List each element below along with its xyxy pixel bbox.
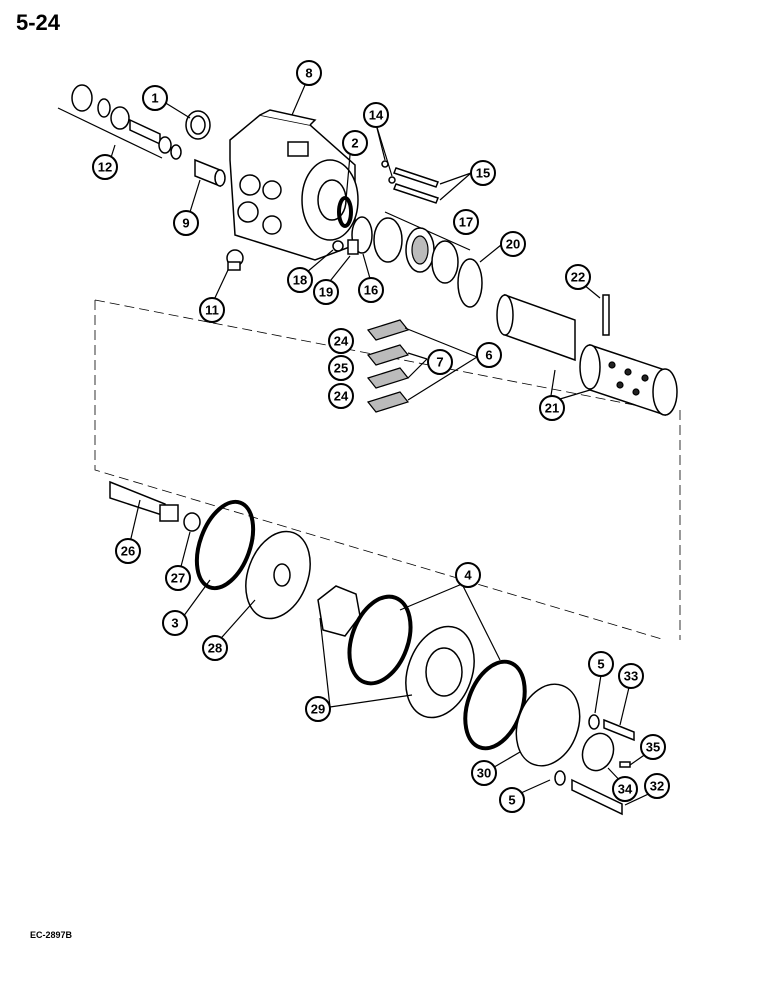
callout-24-lower: 24 (328, 383, 354, 409)
callout-29-label: 29 (311, 702, 325, 717)
part-pin-22 (602, 294, 610, 336)
part-sleeve (194, 158, 226, 188)
callout-2: 2 (342, 130, 368, 156)
callout-17-label: 17 (459, 215, 473, 230)
callout-8: 8 (296, 60, 322, 86)
part-o-ring-2 (337, 196, 353, 228)
callout-34-label: 34 (618, 782, 633, 797)
callout-35: 35 (640, 734, 666, 760)
leader-lines (107, 84, 658, 806)
callout-5-upper: 5 (588, 651, 614, 677)
callout-26-label: 26 (121, 544, 135, 559)
callout-18: 18 (287, 267, 313, 293)
callout-26: 26 (115, 538, 141, 564)
part-pins (393, 167, 439, 204)
callout-12: 12 (92, 154, 118, 180)
callout-30-label: 30 (477, 766, 491, 781)
part-bolt-32 (571, 778, 623, 816)
callout-6: 6 (476, 342, 502, 368)
callout-24-upper: 24 (328, 328, 354, 354)
part-spool-and-sleeve (496, 293, 678, 417)
callout-19-label: 19 (319, 285, 333, 300)
callout-5-upper-label: 5 (597, 657, 604, 672)
callout-9-label: 9 (182, 216, 189, 231)
part-centering-springs (366, 319, 410, 413)
callout-20-label: 20 (506, 237, 520, 252)
part-plug (226, 249, 244, 271)
callout-32-label: 32 (650, 779, 664, 794)
part-seal-ring-4a (347, 594, 413, 686)
callout-7: 7 (427, 349, 453, 375)
callout-27: 27 (165, 565, 191, 591)
callout-3: 3 (162, 610, 188, 636)
callout-19: 19 (313, 279, 339, 305)
part-cover (581, 732, 615, 772)
part-ring (185, 110, 211, 140)
part-seal-ring-3 (194, 499, 256, 591)
callout-28: 28 (202, 635, 228, 661)
callout-2-label: 2 (351, 136, 358, 151)
callout-29: 29 (305, 696, 331, 722)
callout-5-lower-label: 5 (508, 793, 515, 808)
callout-20: 20 (500, 231, 526, 257)
callout-22-label: 22 (571, 270, 585, 285)
part-balls (381, 160, 396, 184)
callout-11: 11 (199, 297, 225, 323)
callout-25: 25 (328, 355, 354, 381)
part-pin-35 (619, 761, 631, 768)
part-bolt-33 (603, 718, 635, 742)
callout-15-label: 15 (476, 166, 490, 181)
callout-25-label: 25 (334, 361, 348, 376)
part-spacer-plate (245, 530, 311, 620)
part-washers (554, 714, 600, 786)
callout-22: 22 (565, 264, 591, 290)
callout-4: 4 (455, 562, 481, 588)
callout-21-upper: 21 (539, 395, 565, 421)
callout-1: 1 (142, 85, 168, 111)
page-number: 5-24 (16, 10, 61, 35)
callout-24-upper-label: 24 (334, 334, 349, 349)
callout-24-lower-label: 24 (334, 389, 349, 404)
callout-11-label: 11 (205, 303, 219, 318)
callout-33-label: 33 (624, 669, 638, 684)
callout-8-label: 8 (305, 66, 312, 81)
part-ring-20 (457, 258, 483, 308)
callout-21-upper-label: 21 (545, 401, 559, 416)
callout-4-label: 4 (464, 568, 472, 583)
callout-14-label: 14 (369, 108, 384, 123)
part-relief-valve-group (57, 84, 182, 160)
callout-12-label: 12 (98, 160, 112, 175)
callout-7-label: 7 (436, 355, 443, 370)
callout-5-lower: 5 (499, 787, 525, 813)
callout-14: 14 (363, 102, 389, 128)
part-thrust-bearing (373, 211, 471, 284)
figure-code: EC-2897B (30, 930, 73, 940)
callout-35-label: 35 (646, 740, 660, 755)
callout-6-label: 6 (485, 348, 492, 363)
part-end-cap (515, 683, 581, 767)
callout-16: 16 (358, 277, 384, 303)
callout-28-label: 28 (208, 641, 222, 656)
part-spacer (183, 512, 201, 532)
callout-1-label: 1 (151, 91, 158, 106)
callout-16-label: 16 (364, 283, 378, 298)
callout-17: 17 (453, 209, 479, 235)
part-ball-and-check (332, 239, 359, 255)
callout-32: 32 (644, 773, 670, 799)
callout-30: 30 (471, 760, 497, 786)
part-housing (229, 109, 359, 261)
callout-33: 33 (618, 663, 644, 689)
part-drive-shaft (109, 480, 179, 522)
callout-34: 34 (612, 776, 638, 802)
callout-3-label: 3 (171, 616, 178, 631)
callout-15: 15 (470, 160, 496, 186)
callout-9: 9 (173, 210, 199, 236)
callout-27-label: 27 (171, 571, 185, 586)
callout-18-label: 18 (293, 273, 307, 288)
